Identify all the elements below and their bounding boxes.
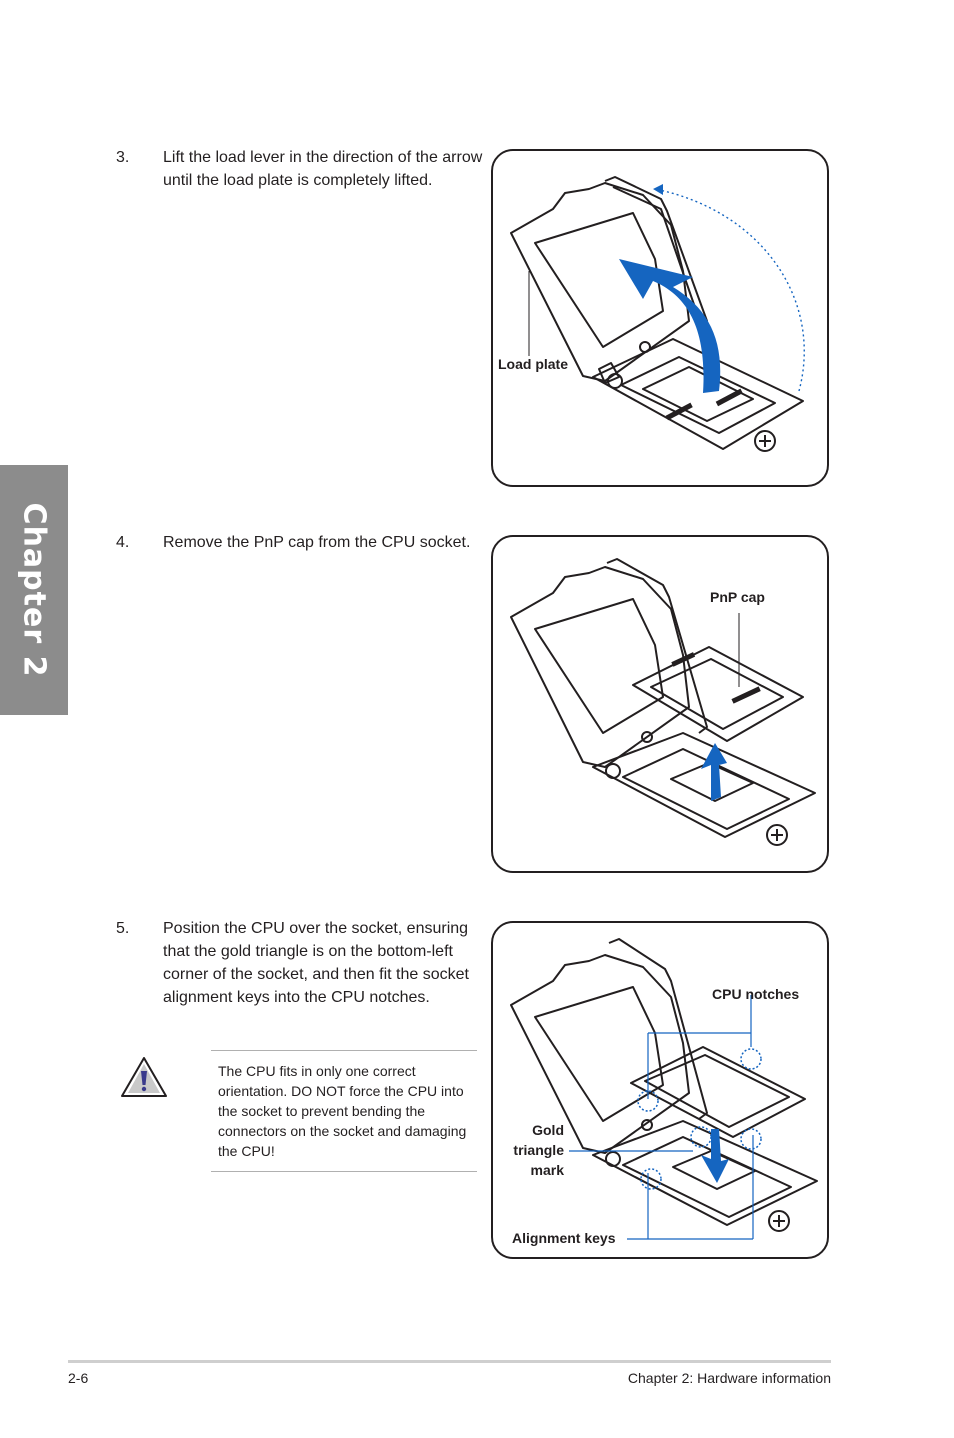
socket-illustration-cpu bbox=[510, 938, 818, 1240]
socket-illustration-lifted bbox=[510, 176, 805, 452]
step-text: Position the CPU over the socket, ensuri… bbox=[163, 920, 469, 1006]
chapter-tab: Chapter 2 bbox=[0, 465, 68, 715]
socket-illustration-pnp-cap bbox=[510, 558, 816, 846]
figure-lift-load-plate: Load plate bbox=[491, 149, 829, 487]
chapter-tab-label: Chapter 2 bbox=[16, 502, 52, 678]
step-text: Remove the PnP cap from the CPU socket. bbox=[163, 534, 471, 551]
footer-section-title: Chapter 2: Hardware information bbox=[627, 1370, 831, 1386]
step-number: 3. bbox=[116, 149, 130, 166]
step-text: Lift the load lever in the direction of … bbox=[163, 149, 483, 189]
step-number: 4. bbox=[116, 534, 130, 551]
callout-gold-triangle-mark: Gold triangle mark bbox=[513, 1122, 564, 1178]
figure-position-cpu: CPU notches Gold triangle mark Alignment… bbox=[491, 921, 829, 1259]
step-number: 5. bbox=[116, 920, 130, 937]
callout-cpu-notches: CPU notches bbox=[712, 986, 800, 1002]
page-number: 2-6 bbox=[68, 1370, 89, 1386]
figure-remove-pnp-cap: PnP cap bbox=[491, 535, 829, 873]
caution-note: The CPU fits in only one correct orienta… bbox=[211, 1050, 477, 1172]
note-text: The CPU fits in only one correct orienta… bbox=[218, 1063, 467, 1159]
footer-divider bbox=[68, 1360, 831, 1363]
callout-pnp-cap: PnP cap bbox=[710, 589, 765, 605]
callout-load-plate: Load plate bbox=[498, 356, 569, 372]
warning-triangle-icon bbox=[120, 1055, 168, 1099]
callout-alignment-keys: Alignment keys bbox=[512, 1230, 616, 1246]
